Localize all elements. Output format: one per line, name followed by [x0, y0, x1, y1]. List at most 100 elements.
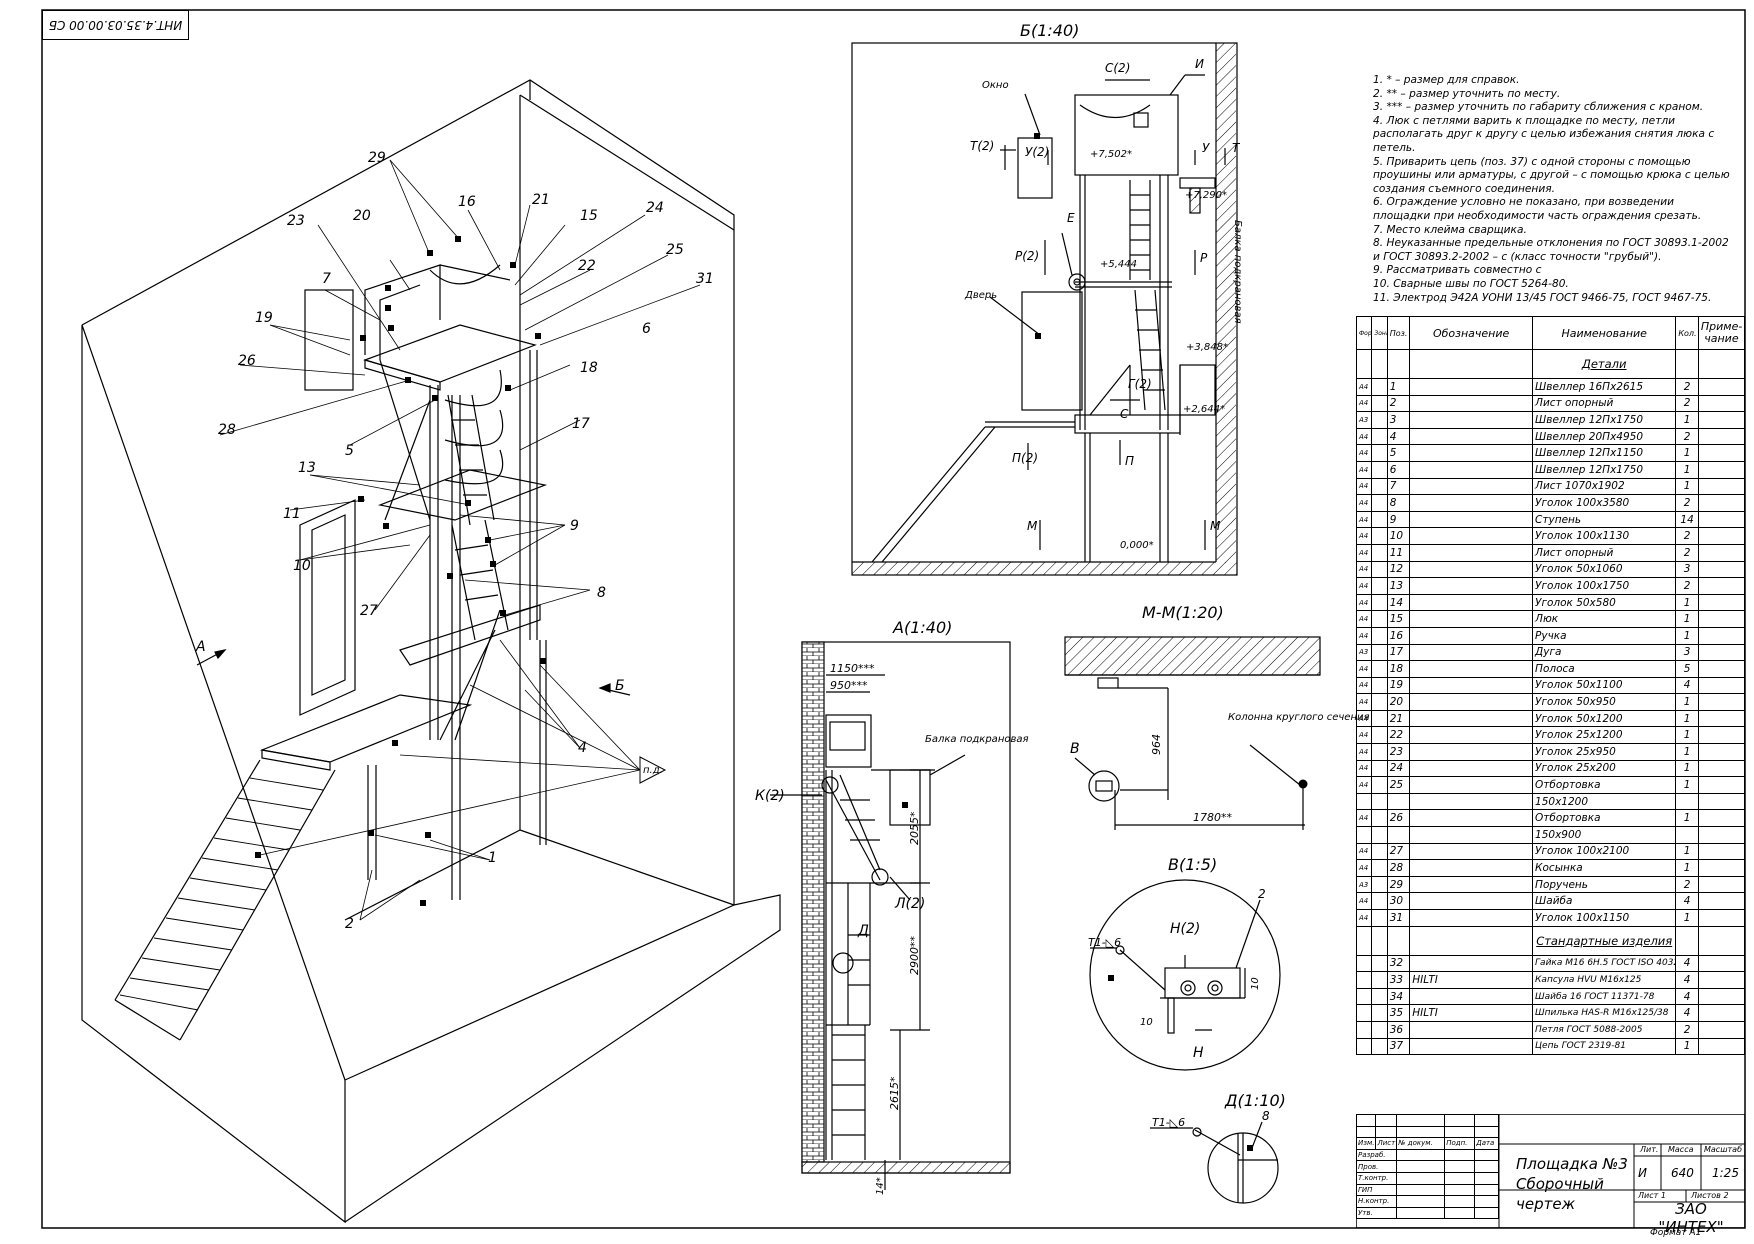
dim-label: 2615*: [888, 1076, 901, 1110]
bom-cell: [1409, 411, 1534, 429]
bom-cell: [1409, 643, 1534, 662]
bom-cell: [1371, 842, 1388, 861]
bom-cell: Дуга: [1532, 643, 1677, 662]
bom-cell: [1371, 510, 1388, 529]
bom-cell: Петля ГОСТ 5088-2005: [1532, 1020, 1677, 1039]
bom-cell: HILTI: [1409, 1004, 1534, 1022]
bom-cell: [1371, 577, 1388, 595]
bom-cell: 2: [1675, 394, 1699, 413]
bom-section-standard: Стандартные изделия: [1532, 925, 1677, 956]
r-label: Р: [1200, 251, 1208, 265]
bom-cell: Уголок 100х3580: [1532, 494, 1677, 512]
bom-cell: [1409, 494, 1534, 512]
title-block-grid: [1356, 1114, 1745, 1228]
bom-cell: Уголок 50х580: [1532, 593, 1677, 612]
bom-cell: 23: [1386, 743, 1411, 761]
bom-cell: [1675, 792, 1699, 811]
bom-cell: [1675, 826, 1699, 844]
bom-cell: Лист опорный: [1532, 543, 1677, 562]
bom-cell: [1409, 444, 1534, 462]
bom-cell: [1697, 859, 1746, 877]
bom-cell: [1409, 1020, 1534, 1039]
pos-label: 19: [255, 310, 273, 326]
bom-cell: А3: [1355, 875, 1373, 894]
arrow-b-label: Б: [615, 678, 625, 694]
door-label: Дверь: [964, 290, 997, 301]
level-label: 0,000*: [1120, 540, 1154, 551]
view-d-text: Д(1:10) Т1-◺6 8: [1152, 1091, 1286, 1129]
note: 11. Электрод Э42А УОНИ 13/45 ГОСТ 9466-7…: [1373, 291, 1712, 304]
dim-label: 14*: [875, 1177, 886, 1195]
bom-cell: 25: [1386, 776, 1411, 794]
bom-cell: [1409, 676, 1534, 695]
bom-cell: [1697, 826, 1746, 844]
bom-cell: [1371, 826, 1388, 844]
bom-cell: 3: [1675, 560, 1699, 579]
bom-cell: [1697, 660, 1746, 678]
m2-label: М: [1210, 519, 1221, 533]
bom-cell: 32: [1386, 954, 1411, 973]
bom-cell: 36: [1386, 1020, 1411, 1039]
bom-cell: А4: [1355, 809, 1373, 828]
bom-cell: [1409, 726, 1534, 745]
note: 9. Рассматривать совместно с: [1373, 264, 1542, 277]
bom-cell: 1: [1675, 593, 1699, 612]
p2-label: П(2): [1012, 451, 1038, 465]
view-a-title: А(1:40): [892, 618, 952, 637]
bom-cell: 1: [1675, 809, 1699, 828]
sheets-value: 2: [1723, 1191, 1729, 1200]
bom-cell: [1697, 954, 1746, 973]
bom-cell: [1355, 1004, 1373, 1022]
bom-cell: 35: [1386, 1004, 1411, 1022]
sheet-label: Лист: [1638, 1191, 1659, 1200]
bom-cell: А3: [1355, 411, 1373, 429]
bom-cell: 4: [1675, 676, 1699, 695]
bom-cell: А4: [1355, 759, 1373, 778]
drawing-title: Площадка №3 Сборочный чертеж: [1516, 1155, 1628, 1213]
bom-cell: [1371, 460, 1388, 479]
bom-cell: Люк: [1532, 610, 1677, 628]
level-label: +7,290*: [1185, 190, 1227, 201]
bom-cell: 1: [1675, 776, 1699, 794]
bom-cell: Уголок 50х1100: [1532, 676, 1677, 695]
bom-cell: [1371, 954, 1388, 973]
pos-label: 16: [458, 194, 476, 210]
bom-cell: Ручка: [1532, 626, 1677, 645]
pos-label: 11: [283, 506, 301, 522]
bom-cell: 1: [1675, 726, 1699, 745]
bom-cell: [1409, 859, 1534, 877]
view-v-text: В(1:5) Н(2) Н Т1-◺6 10 10 2: [1088, 855, 1266, 1061]
bom-cell: 5: [1675, 660, 1699, 678]
bom-cell: 2: [1386, 394, 1411, 413]
bom-cell: [1371, 477, 1388, 496]
bom-cell: [1371, 660, 1388, 678]
r2-label: Р(2): [1015, 249, 1039, 263]
column-marker: [1298, 779, 1308, 789]
d-label: Д: [857, 923, 869, 939]
note: 3. *** – размер уточнить по габариту сбл…: [1373, 101, 1704, 114]
stamp-role: Разраб.: [1355, 1148, 1398, 1162]
bom-cell: А4: [1355, 726, 1373, 745]
weld-label: Т1-◺6: [1152, 1116, 1185, 1129]
bom-cell: [1355, 826, 1373, 844]
mass-label: Масса: [1668, 1145, 1694, 1154]
bom-cell: 1: [1675, 759, 1699, 778]
stamp-col-label: Дата: [1474, 1137, 1500, 1150]
bom-cell: [1697, 709, 1746, 728]
bom-cell: [1409, 759, 1534, 778]
bom-cell: Шпилька HAS-R M16х125/38: [1532, 1004, 1677, 1022]
pos-label: 2: [1258, 887, 1266, 901]
bom-cell: [1371, 859, 1388, 877]
bom-cell: [1409, 792, 1534, 811]
s2-label: С(2): [1105, 61, 1130, 75]
pos-label: 26: [238, 353, 256, 369]
bom-cell: 22: [1386, 726, 1411, 745]
